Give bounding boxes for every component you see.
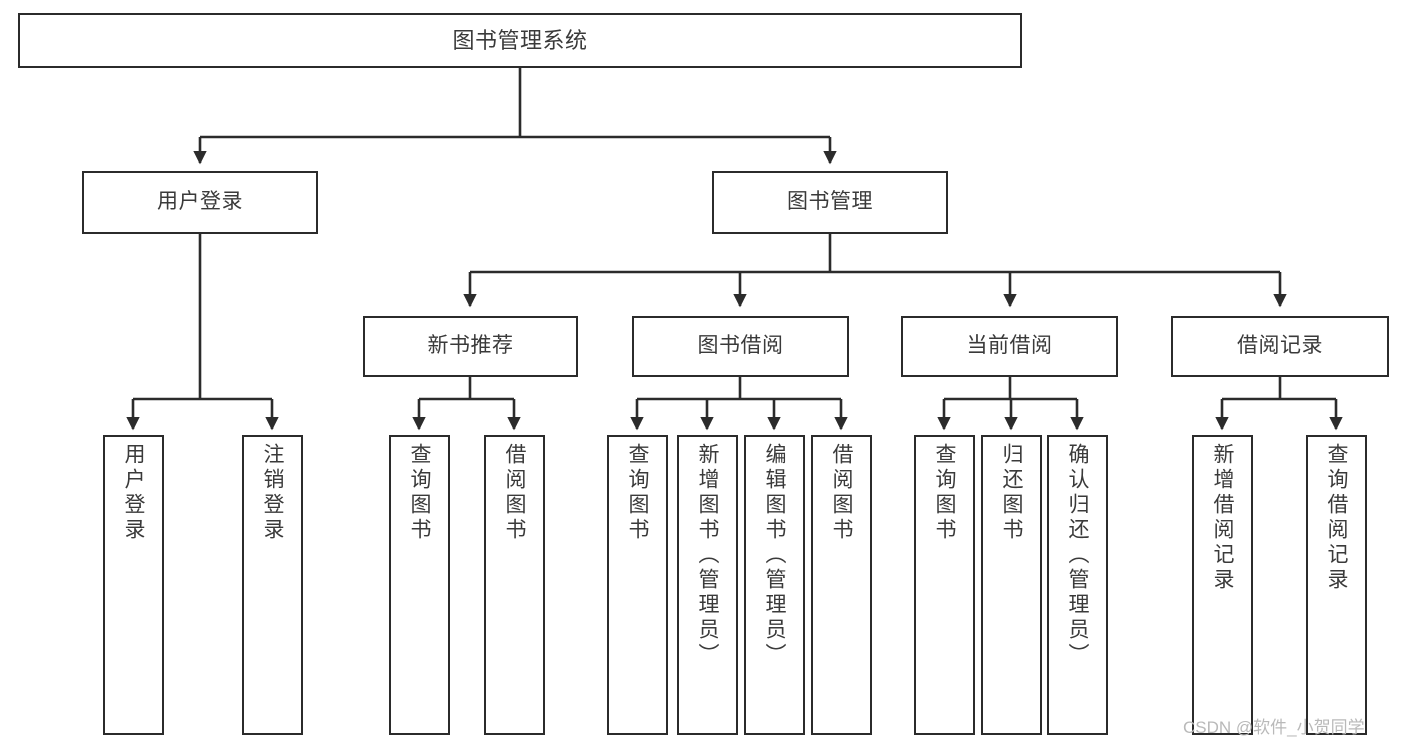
leaf-new-book-1-label: 查询图书 bbox=[408, 443, 431, 543]
leaf-user-login-1-label: 用户登录 bbox=[122, 443, 145, 543]
leaf-borrow-record-1-label: 新增借阅记录 bbox=[1211, 443, 1234, 593]
leaf-book-borrow-1-label: 查询图书 bbox=[626, 443, 649, 543]
leaf-book-borrow-4-label: 借阅图书 bbox=[830, 443, 853, 543]
node-root[interactable]: 图书管理系统 bbox=[18, 13, 1022, 68]
leaf-current-borrow-3-label: 确认归还（管理员） bbox=[1066, 443, 1089, 668]
leaf-current-borrow-1-label: 查询图书 bbox=[933, 443, 956, 543]
leaf-current-borrow-3[interactable]: 确认归还（管理员） bbox=[1047, 435, 1108, 735]
node-user-login-label: 用户登录 bbox=[157, 190, 243, 214]
node-root-label: 图书管理系统 bbox=[452, 27, 588, 53]
leaf-book-borrow-4[interactable]: 借阅图书 bbox=[811, 435, 872, 735]
leaf-book-borrow-3[interactable]: 编辑图书（管理员） bbox=[744, 435, 805, 735]
leaf-book-borrow-2[interactable]: 新增图书（管理员） bbox=[677, 435, 738, 735]
node-new-book-recommend[interactable]: 新书推荐 bbox=[363, 316, 578, 377]
node-new-book-recommend-label: 新书推荐 bbox=[427, 334, 514, 358]
node-user-login[interactable]: 用户登录 bbox=[82, 171, 318, 234]
leaf-user-login-2[interactable]: 注销登录 bbox=[242, 435, 303, 735]
leaf-new-book-2[interactable]: 借阅图书 bbox=[484, 435, 545, 735]
leaf-new-book-2-label: 借阅图书 bbox=[503, 443, 526, 543]
node-book-borrow[interactable]: 图书借阅 bbox=[632, 316, 849, 377]
node-book-management-label: 图书管理 bbox=[787, 190, 873, 214]
leaf-user-login-1[interactable]: 用户登录 bbox=[103, 435, 164, 735]
node-current-borrow[interactable]: 当前借阅 bbox=[901, 316, 1118, 377]
leaf-current-borrow-2[interactable]: 归还图书 bbox=[981, 435, 1042, 735]
node-borrow-record-label: 借阅记录 bbox=[1237, 334, 1323, 358]
node-borrow-record[interactable]: 借阅记录 bbox=[1171, 316, 1389, 377]
leaf-borrow-record-2[interactable]: 查询借阅记录 bbox=[1306, 435, 1367, 735]
leaf-borrow-record-2-label: 查询借阅记录 bbox=[1325, 443, 1348, 593]
node-book-management[interactable]: 图书管理 bbox=[712, 171, 948, 234]
leaf-book-borrow-1[interactable]: 查询图书 bbox=[607, 435, 668, 735]
leaf-borrow-record-1[interactable]: 新增借阅记录 bbox=[1192, 435, 1253, 735]
watermark: CSDN @软件_小贺同学 bbox=[1183, 718, 1365, 737]
node-book-borrow-label: 图书借阅 bbox=[697, 334, 784, 358]
node-current-borrow-label: 当前借阅 bbox=[966, 334, 1053, 358]
leaf-current-borrow-1[interactable]: 查询图书 bbox=[914, 435, 975, 735]
leaf-book-borrow-2-label: 新增图书（管理员） bbox=[696, 443, 719, 668]
leaf-current-borrow-2-label: 归还图书 bbox=[1000, 443, 1023, 543]
leaf-book-borrow-3-label: 编辑图书（管理员） bbox=[763, 443, 786, 668]
leaf-new-book-1[interactable]: 查询图书 bbox=[389, 435, 450, 735]
leaf-user-login-2-label: 注销登录 bbox=[261, 443, 284, 543]
